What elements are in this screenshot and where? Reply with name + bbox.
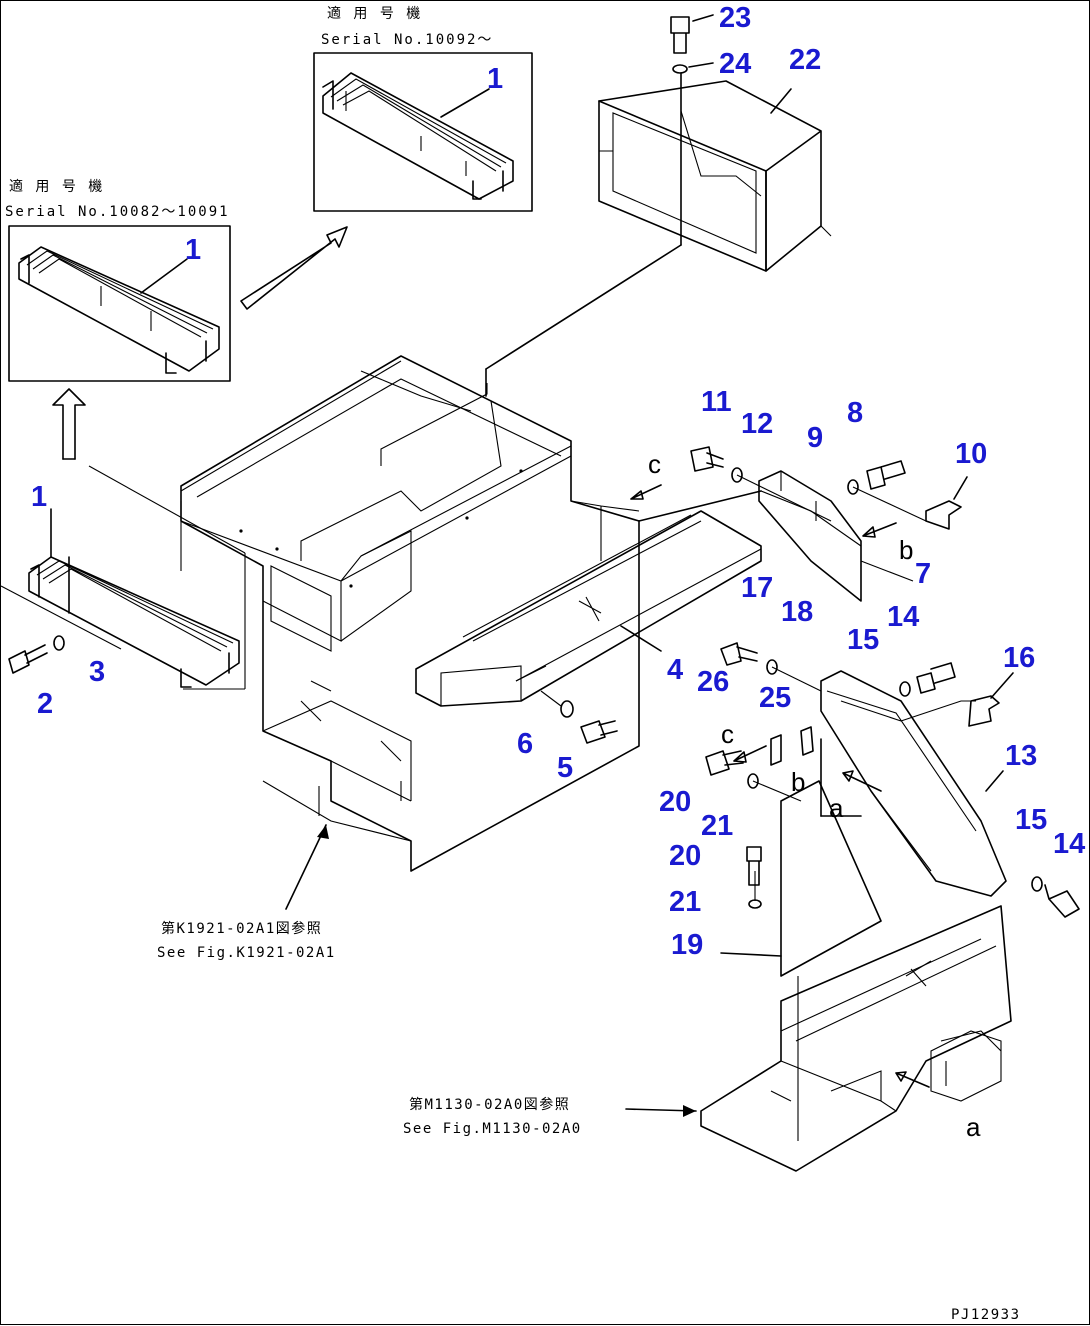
bolt-11 [690, 446, 724, 472]
step-ladder-left [18, 246, 220, 374]
bolt-20-lower [746, 846, 762, 886]
part-number-20-upper: 20 [659, 786, 691, 818]
part-number-21-upper: 21 [701, 810, 733, 842]
part-number-10: 10 [955, 438, 987, 470]
view-letter-b-top: b [899, 535, 913, 565]
washer-3 [53, 635, 65, 651]
washer-21-lower [748, 899, 762, 909]
bolt-2 [8, 644, 48, 674]
part-number-14-bottom: 14 [1053, 828, 1085, 860]
washer-9 [847, 479, 859, 495]
part-number-12: 12 [741, 408, 773, 440]
leader-22-b [485, 244, 682, 370]
inset-left-frame [8, 225, 231, 382]
washer-12 [731, 467, 743, 483]
view-letter-a-mid: a [829, 793, 844, 823]
bolt-14-bottom [1044, 884, 1080, 918]
inset-top-serial: Serial No.10092〜 [321, 32, 493, 48]
part-number-3: 3 [89, 656, 105, 688]
part-number-17: 17 [741, 572, 773, 604]
arrow-to-left-inset [52, 388, 86, 460]
leader-1-top [440, 88, 490, 118]
step-ladder-top [322, 72, 514, 200]
washer-21-upper [747, 773, 759, 789]
part-number-23: 23 [719, 2, 751, 34]
clip-10 [925, 500, 962, 530]
leader-22 [770, 88, 792, 114]
inset-top [313, 52, 533, 212]
inset-left-header: 適 用 号 機 [9, 178, 104, 195]
part-number-19: 19 [671, 929, 703, 961]
ref-arrow-k [285, 824, 327, 910]
view-letter-b-mid: b [791, 767, 805, 797]
part-number-11: 11 [701, 386, 732, 418]
bracket-13 [820, 670, 1014, 897]
inset-left [8, 225, 231, 382]
view-letter-a-lower: a [966, 1112, 981, 1142]
washer-24 [672, 64, 688, 74]
arrow-to-top-inset [240, 226, 348, 310]
drawing-code: PJ12933 [951, 1307, 1021, 1323]
ref-m-en: See Fig.M1130-02A0 [403, 1121, 582, 1137]
washer-18 [766, 659, 778, 675]
part-number-2: 2 [37, 688, 53, 720]
part-number-15-bottom: 15 [1015, 804, 1047, 836]
part-number-25: 25 [759, 682, 791, 714]
part-number-15-top: 15 [847, 624, 879, 656]
bolt-20-upper [705, 750, 744, 776]
plate-26 [770, 734, 782, 766]
part-number-16: 16 [1003, 642, 1035, 674]
ref-k-en: See Fig.K1921-02A1 [157, 945, 336, 961]
part-number-13: 13 [1005, 740, 1037, 772]
side-beam-4 [415, 510, 762, 707]
part-number-8: 8 [847, 397, 863, 429]
leader-19 [720, 952, 782, 957]
leader-1-left [140, 258, 188, 294]
clip-16 [968, 695, 1000, 727]
arrow-c-lower [733, 745, 767, 763]
bolt-23 [670, 16, 690, 54]
washer-15-bottom [1031, 876, 1043, 892]
arrow-a-lower [895, 1071, 930, 1088]
part-number-21-lower: 21 [669, 886, 701, 918]
part-number-20-lower: 20 [669, 840, 701, 872]
part-number-26: 26 [697, 666, 729, 698]
bolt-17 [720, 642, 758, 666]
view-letter-c-top: c [648, 449, 661, 479]
part-number-5: 5 [557, 752, 573, 784]
lower-frame [700, 905, 1012, 1172]
inset-left-serial: Serial No.10082〜10091 [5, 204, 230, 220]
plate-25 [800, 726, 814, 756]
part-number-1-left: 1 [185, 234, 201, 266]
inset-top-frame [313, 52, 533, 212]
view-letter-c-lower: c [721, 719, 734, 749]
inset-top-header: 適 用 号 機 [327, 5, 422, 22]
part-number-14-top: 14 [887, 601, 919, 633]
bracket-7 [758, 470, 914, 602]
cover-22 [598, 80, 832, 272]
plate-19 [780, 738, 882, 977]
washer-6 [560, 700, 574, 718]
part-number-6: 6 [517, 728, 533, 760]
part-number-4: 4 [667, 654, 683, 686]
arrow-b-top [862, 522, 897, 538]
part-number-9: 9 [807, 422, 823, 454]
bolt-14-top [916, 662, 956, 694]
bolt-8 [866, 460, 906, 490]
arrow-c-top [630, 484, 662, 500]
part-number-1-main: 1 [31, 481, 47, 513]
arrow-a-mid [842, 770, 882, 792]
part-number-24: 24 [719, 48, 751, 80]
ref-m-jp: 第M1130-02A0図参照 [409, 1096, 570, 1113]
part-number-1-top: 1 [487, 63, 503, 95]
ref-k-jp: 第K1921-02A1図参照 [161, 920, 322, 937]
bolt-5 [580, 720, 618, 744]
part-number-7: 7 [915, 558, 931, 590]
part-number-18: 18 [781, 596, 813, 628]
washer-15-top [899, 681, 911, 697]
main-frame [180, 355, 640, 872]
part-number-22: 22 [789, 44, 821, 76]
